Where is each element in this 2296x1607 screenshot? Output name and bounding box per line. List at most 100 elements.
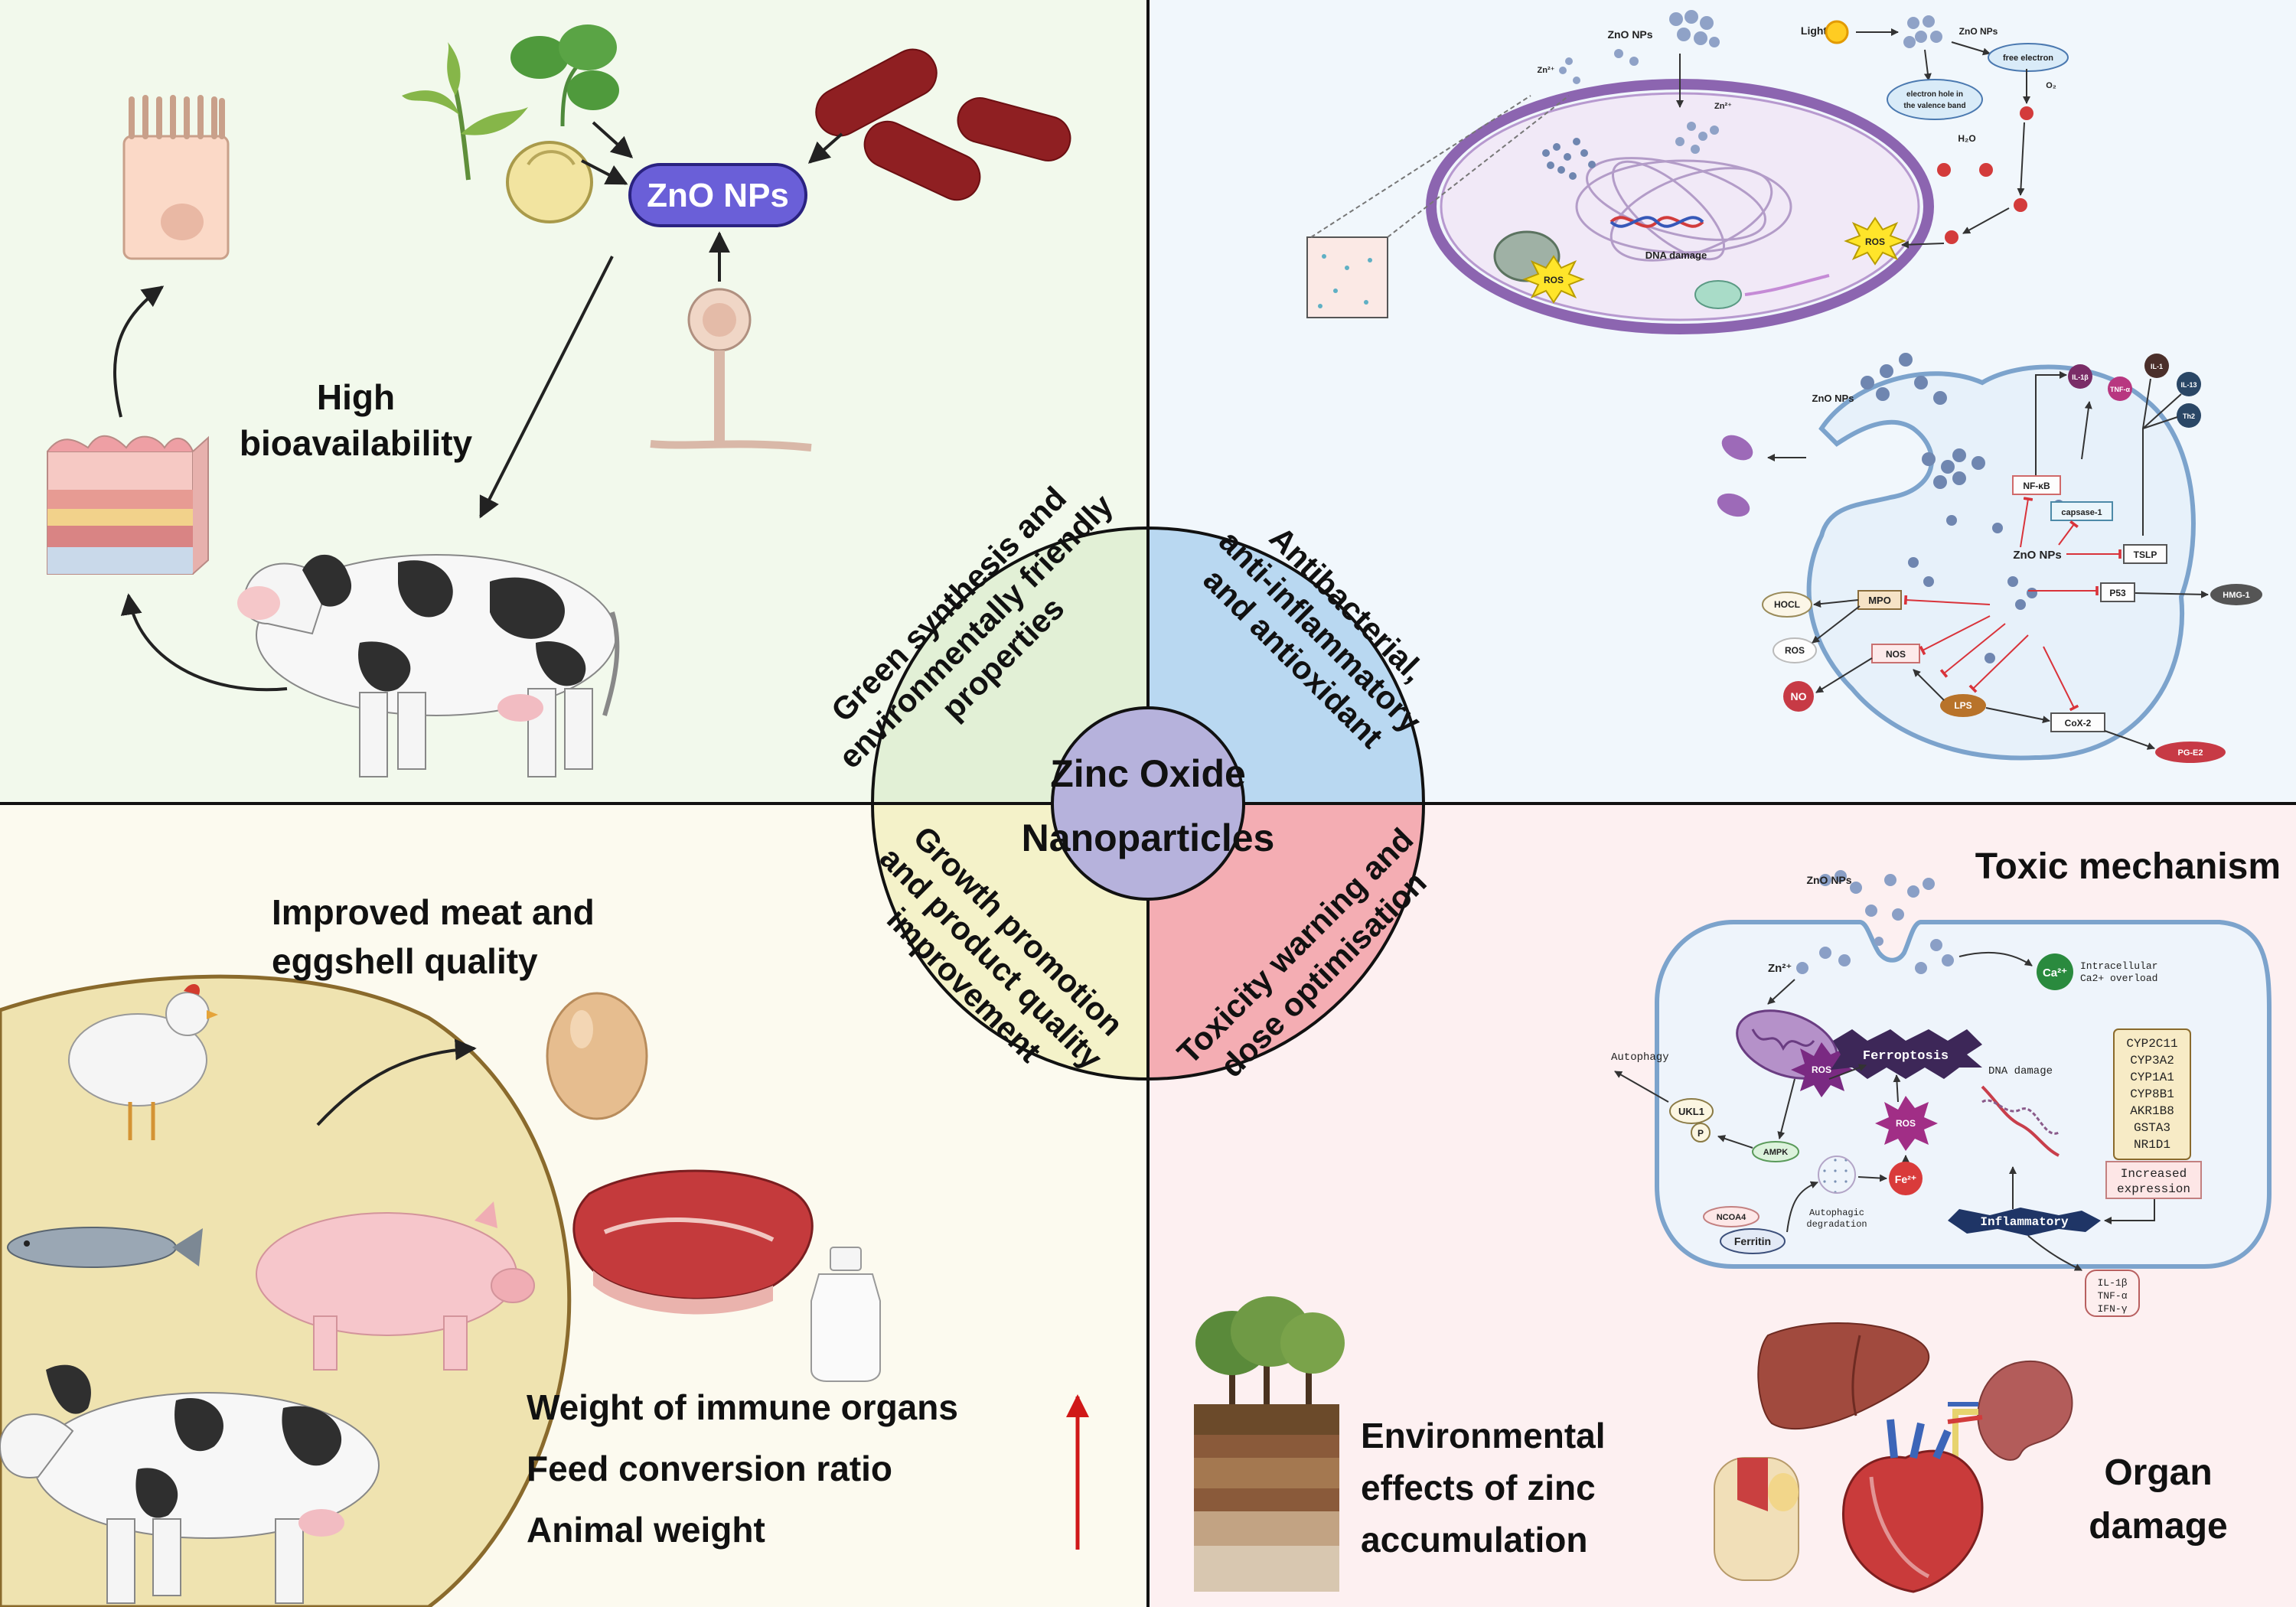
cytokine-il1b <box>2068 364 2092 389</box>
cytokine-out-box <box>2085 1270 2140 1317</box>
pge-label: PG-E2 <box>2177 748 2203 758</box>
autophagic-deg-1: Autophagic <box>1809 1208 1864 1218</box>
toxic-zn2-label: Zn²⁺ <box>1768 962 1792 975</box>
hocl-box <box>1762 592 1812 618</box>
nfkb-label: NF-κB <box>2023 481 2050 491</box>
electron-hole-label-2: the valence band <box>1903 102 1965 110</box>
arrow-znp-to-cow <box>479 256 614 519</box>
cytokine-il13 <box>2177 372 2201 396</box>
no-circle <box>1783 681 1814 712</box>
zno-nps-light-label: ZnO NPs <box>1959 26 1998 37</box>
ncoa4-label: NCOA4 <box>1717 1213 1746 1222</box>
nfkb-box <box>2012 475 2061 495</box>
gene-3: CYP8B1 <box>2130 1087 2174 1101</box>
radical-markers <box>1937 106 2033 244</box>
arrow-cow-to-tissue <box>120 593 288 692</box>
zn2-label-left: Zn²⁺ <box>1538 66 1555 75</box>
zno-particles-top <box>1559 10 1942 154</box>
autophagic-deg-2: degradation <box>1806 1219 1867 1230</box>
toxic-dna-damage-label: DNA damage <box>1988 1065 2053 1077</box>
lps-box <box>1940 694 1986 717</box>
sector-yellow <box>870 802 1150 1081</box>
cyto-out-0: IL-1β <box>2097 1277 2127 1289</box>
cytokine-th2-label: Th2 <box>2183 412 2195 420</box>
egg-icon <box>546 992 648 1120</box>
cytokine-tnf-label: TNF-α <box>2110 386 2130 393</box>
ros-box <box>1773 637 1817 663</box>
cow2-icon <box>0 1364 380 1604</box>
hocl-label: HOCL <box>1774 599 1800 610</box>
fungus-icon <box>650 288 812 451</box>
hmg-label: HMG-1 <box>2223 591 2249 600</box>
animal-weight-label: Animal weight <box>527 1510 765 1550</box>
pig-icon <box>256 1201 535 1371</box>
soil-trees-icon <box>1194 1296 1345 1592</box>
phospho-label: P <box>1698 1128 1704 1139</box>
gene-6: NR1D1 <box>2134 1138 2170 1152</box>
dividing-bacteria-icon <box>1717 435 1753 517</box>
center-circle <box>1051 706 1245 901</box>
sector-green <box>870 526 1150 805</box>
bioavailability-label-line1: High <box>317 377 395 417</box>
ros-burst-fe <box>1875 1096 1938 1151</box>
light-label: Light <box>1801 24 1828 37</box>
caspase-label: capsase-1 <box>2061 508 2102 517</box>
ros-burst-2 <box>1844 217 1906 266</box>
immune-organs-label: Weight of immune organs <box>527 1387 958 1427</box>
fe-label: Fe²⁺ <box>1895 1173 1916 1185</box>
calcium-desc-1: Intracellular <box>2080 960 2157 972</box>
cyto-out-1: TNF-α <box>2097 1290 2127 1302</box>
ros-burst-2-label: ROS <box>1865 236 1885 247</box>
fe-circle <box>1889 1162 1923 1195</box>
mpo-label: MPO <box>1868 595 1891 606</box>
ncoa4-box <box>1703 1206 1760 1227</box>
autophagy-label: Autophagy <box>1611 1051 1669 1064</box>
zno-nps-top-label: ZnO NPs <box>1607 28 1652 41</box>
inflammatory-label: Inflammatory <box>1980 1215 2069 1229</box>
toxic-dna-helix <box>1981 1085 2060 1157</box>
meat-quality-line1: Improved meat and <box>272 892 595 932</box>
gene-1: CYP3A2 <box>2130 1054 2174 1068</box>
inhibition-lines <box>1903 497 2122 712</box>
intestinal-tissue-icon <box>47 435 209 575</box>
toxic-znp-label: ZnO NPs <box>1806 874 1851 886</box>
milk-bottle-icon <box>810 1247 881 1382</box>
immune-znp-label: ZnO NPs <box>1812 393 1854 404</box>
phospho-circle <box>1691 1123 1711 1143</box>
nos-label: NOS <box>1886 649 1906 660</box>
ros-mito-label: ROS <box>1812 1064 1831 1075</box>
sector-blue <box>1146 526 1426 805</box>
ferroptosis-burst <box>1831 1029 1982 1079</box>
plant-sources-icon <box>402 24 619 223</box>
zno-particles-toxic <box>1796 870 1954 974</box>
ferritin-box <box>1720 1228 1786 1254</box>
caspase-box <box>2050 501 2113 521</box>
env-label-2: effects of zinc <box>1361 1468 1596 1508</box>
center-title-line2: Nanoparticles <box>1022 817 1275 859</box>
free-electron-box <box>1988 43 2069 72</box>
ros-fe-label: ROS <box>1896 1118 1916 1129</box>
dna-damage-label: DNA damage <box>1645 249 1707 261</box>
ros-burst-1 <box>1522 255 1585 304</box>
gene-5: GSTA3 <box>2134 1121 2170 1135</box>
arrow-seed-to-znp <box>581 159 628 185</box>
calcium-circle <box>2037 953 2073 990</box>
p53-box <box>2100 582 2135 602</box>
cow-icon <box>237 554 620 777</box>
tslp-box <box>2123 544 2167 564</box>
ukl1-box <box>1669 1098 1714 1124</box>
tr-bacterial-cell-panel: DNA damage ROS ROS ZnO NPs Zn²⁺ Zn²⁺ <box>1306 10 2069 334</box>
cytokine-il1 <box>2144 354 2169 378</box>
ukl1-label: UKL1 <box>1678 1106 1704 1117</box>
chicken-icon <box>68 983 218 1140</box>
genes-box <box>2113 1028 2191 1160</box>
autophagosome-icon <box>1818 1156 1856 1194</box>
arrow-to-products <box>316 1038 477 1126</box>
br-content: Toxic mechanism ZnO NPs Zn²⁺ Ca²⁺ Intrac… <box>1194 846 2281 1593</box>
feed-conversion-label: Feed conversion ratio <box>527 1449 892 1488</box>
ferroptosis-label: Ferroptosis <box>1863 1049 1949 1064</box>
increased-expression-box <box>2105 1161 2202 1199</box>
znp-badge-label: ZnO NPs <box>647 177 789 214</box>
cytokine-tnf <box>2108 376 2132 401</box>
